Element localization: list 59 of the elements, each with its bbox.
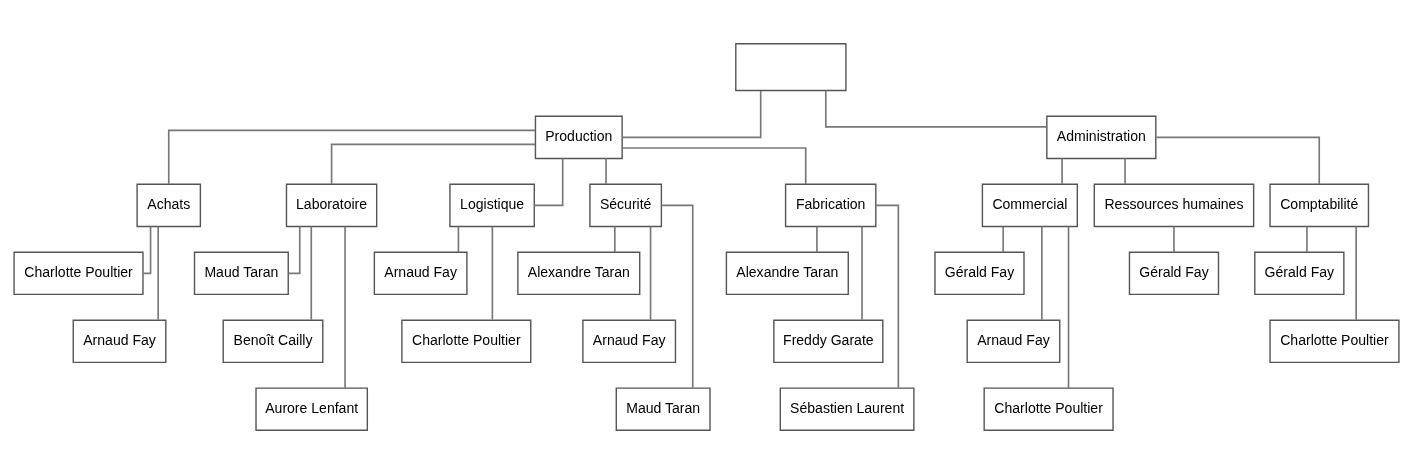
connector: [287, 225, 301, 275]
connector: [1173, 225, 1175, 253]
connector: [310, 225, 313, 321]
connector: [605, 157, 607, 185]
connector: [875, 204, 900, 389]
node-box: Arnaud Fay: [966, 319, 1061, 364]
node-box: Charlotte Poultier: [983, 387, 1114, 431]
node-box: Production: [534, 115, 623, 160]
connector: [1155, 136, 1321, 186]
node-box: Comptabilité: [1269, 183, 1370, 228]
connector: [1306, 225, 1308, 253]
connector: [621, 147, 807, 185]
connector: [1002, 225, 1005, 253]
connector: [533, 157, 564, 207]
connector: [621, 90, 762, 139]
node-box: Alexandre Taran: [725, 251, 849, 296]
connector: [1041, 225, 1043, 321]
connector: [1355, 225, 1357, 321]
node-box: Administration: [1046, 115, 1157, 160]
node-box: Maud Taran: [193, 251, 289, 296]
connector: [824, 89, 1048, 128]
connector: [649, 225, 652, 321]
node-box: Sébastien Laurent: [779, 387, 915, 431]
node-box: Aurore Lenfant: [255, 387, 369, 431]
connector: [1061, 157, 1063, 185]
node-box: Alexandre Taran: [517, 251, 641, 296]
node-box: Logistique: [449, 183, 535, 228]
node-box: Sécurité: [589, 183, 663, 228]
node-box: Commercial: [981, 183, 1078, 228]
node-box: Maud Taran: [615, 387, 711, 431]
node-box: Gérald Fay: [934, 251, 1025, 296]
connector: [330, 143, 536, 185]
node-box: Gérald Fay: [1128, 251, 1220, 296]
connector: [660, 204, 694, 389]
node-box: Fabrication: [784, 183, 877, 228]
connector: [157, 225, 159, 321]
node-box: Charlotte Poultier: [401, 319, 532, 364]
node-box: Arnaud Fay: [582, 319, 677, 364]
connector: [1067, 226, 1070, 389]
connector: [167, 129, 537, 185]
node-box: Benoît Cailly: [222, 319, 324, 364]
node-box: Gérald Fay: [1254, 251, 1345, 296]
node-box: Charlotte Poultier: [13, 251, 144, 296]
connector: [344, 226, 346, 389]
node-box: Ressources humaines: [1093, 183, 1255, 228]
node-box: Achats: [136, 183, 202, 228]
node-box: Laboratoire: [285, 183, 378, 228]
connector: [491, 225, 494, 321]
connector: [1124, 157, 1126, 185]
node-box: Arnaud Fay: [373, 251, 468, 296]
connector: [861, 225, 863, 321]
connector: [457, 225, 460, 253]
node-box: Charlotte Poultier: [1269, 319, 1400, 364]
node-box: Freddy Garate: [773, 319, 884, 364]
node-box: Arnaud Fay: [72, 319, 167, 364]
connector: [142, 225, 152, 275]
node-box: [735, 43, 847, 92]
connector: [816, 225, 818, 253]
connector: [614, 225, 616, 253]
